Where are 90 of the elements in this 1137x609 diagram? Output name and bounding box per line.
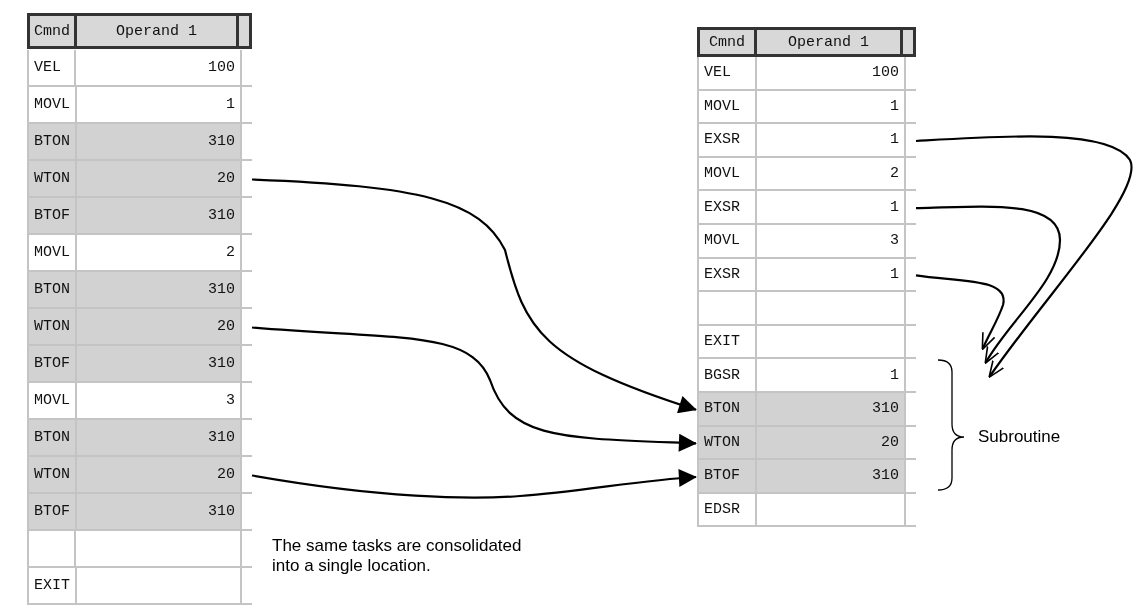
table-row	[27, 568, 252, 605]
operand-value: 1	[890, 366, 899, 384]
operand-value: 310	[872, 467, 899, 485]
arrow	[915, 274, 1005, 351]
arrow	[915, 135, 1133, 379]
command-text: MOVL	[704, 232, 740, 250]
table-row	[697, 460, 916, 494]
table-row	[27, 124, 252, 161]
operand-value: 310	[208, 281, 235, 298]
table-row	[697, 292, 916, 326]
operand-value: 2	[226, 244, 235, 261]
table-row	[27, 161, 252, 198]
command-text: WTON	[34, 170, 70, 187]
operand-value: 1	[890, 97, 899, 115]
operand-value: 20	[217, 170, 235, 187]
column-header: Cmnd	[708, 33, 745, 51]
operand-value: 1	[226, 96, 235, 113]
command-text: MOVL	[704, 97, 740, 115]
command-text: MOVL	[34, 392, 70, 409]
table-row	[697, 426, 916, 461]
arrow	[251, 178, 697, 413]
table-row	[697, 157, 916, 192]
operand-value: 3	[890, 232, 899, 250]
operand-value: 310	[208, 355, 235, 372]
command-text: VEL	[34, 59, 61, 76]
command-text: BTON	[34, 133, 70, 150]
operand-value: 3	[226, 392, 235, 409]
table-row	[27, 198, 252, 235]
table-row	[697, 90, 916, 125]
command-text: BTOF	[704, 467, 740, 485]
command-text: WTON	[34, 466, 70, 483]
table-header-row	[697, 27, 916, 57]
operand-value: 1	[890, 265, 899, 283]
table-row	[697, 191, 916, 225]
subroutine-label: Subroutine	[978, 427, 1062, 448]
operand-value: 100	[208, 59, 235, 76]
command-text: VEL	[704, 64, 731, 82]
table-row	[27, 494, 252, 531]
operand-value: 1	[890, 131, 899, 149]
command-text: BTON	[704, 400, 740, 418]
table-row	[27, 346, 252, 383]
arrow	[915, 205, 1062, 365]
operand-value: 20	[881, 433, 899, 451]
command-text: WTON	[704, 433, 740, 451]
operand-value: 1	[890, 198, 899, 216]
column-header: Operand 1	[787, 33, 869, 51]
command-text: EDSR	[704, 501, 740, 519]
table-row	[697, 57, 916, 91]
operand-value: 100	[872, 64, 899, 82]
column-header: Operand 1	[116, 22, 197, 40]
table-row	[697, 258, 916, 293]
operand-value: 310	[872, 400, 899, 418]
command-text: MOVL	[704, 165, 740, 183]
command-text: BGSR	[704, 366, 740, 384]
operand-value: 310	[208, 207, 235, 224]
arrow	[251, 326, 697, 452]
table-row	[27, 420, 252, 457]
operand-value: 20	[217, 318, 235, 335]
command-text: BTOF	[34, 503, 70, 520]
command-text: BTON	[34, 429, 70, 446]
operand-value: 310	[208, 429, 235, 446]
table-row	[697, 493, 916, 528]
table-row	[27, 272, 252, 309]
operand-value: 310	[208, 133, 235, 150]
table-row	[697, 124, 916, 158]
command-text: BTOF	[34, 355, 70, 372]
table-row	[27, 457, 252, 494]
operand-value: 310	[208, 503, 235, 520]
arrow	[251, 469, 697, 499]
table-row	[27, 309, 252, 346]
operand-value: 2	[890, 165, 899, 183]
command-text: EXIT	[34, 577, 70, 594]
column-header: Cmnd	[34, 22, 70, 40]
command-text: EXSR	[704, 198, 740, 216]
command-text: MOVL	[34, 96, 70, 113]
command-text: BTOF	[34, 207, 70, 224]
operand-value: 20	[217, 466, 235, 483]
command-text: EXSR	[704, 265, 740, 283]
table-header-row	[27, 13, 252, 49]
table-row	[697, 393, 916, 427]
table-row	[27, 531, 252, 568]
table-row	[697, 225, 916, 259]
command-text: EXIT	[704, 333, 740, 351]
table-row	[27, 50, 252, 87]
note-text: The same tasks are consolidated into a single location.	[272, 536, 523, 577]
command-text: WTON	[34, 318, 70, 335]
command-text: EXSR	[704, 131, 740, 149]
command-text: BTON	[34, 281, 70, 298]
table-row	[697, 325, 916, 360]
command-text: MOVL	[34, 244, 70, 261]
